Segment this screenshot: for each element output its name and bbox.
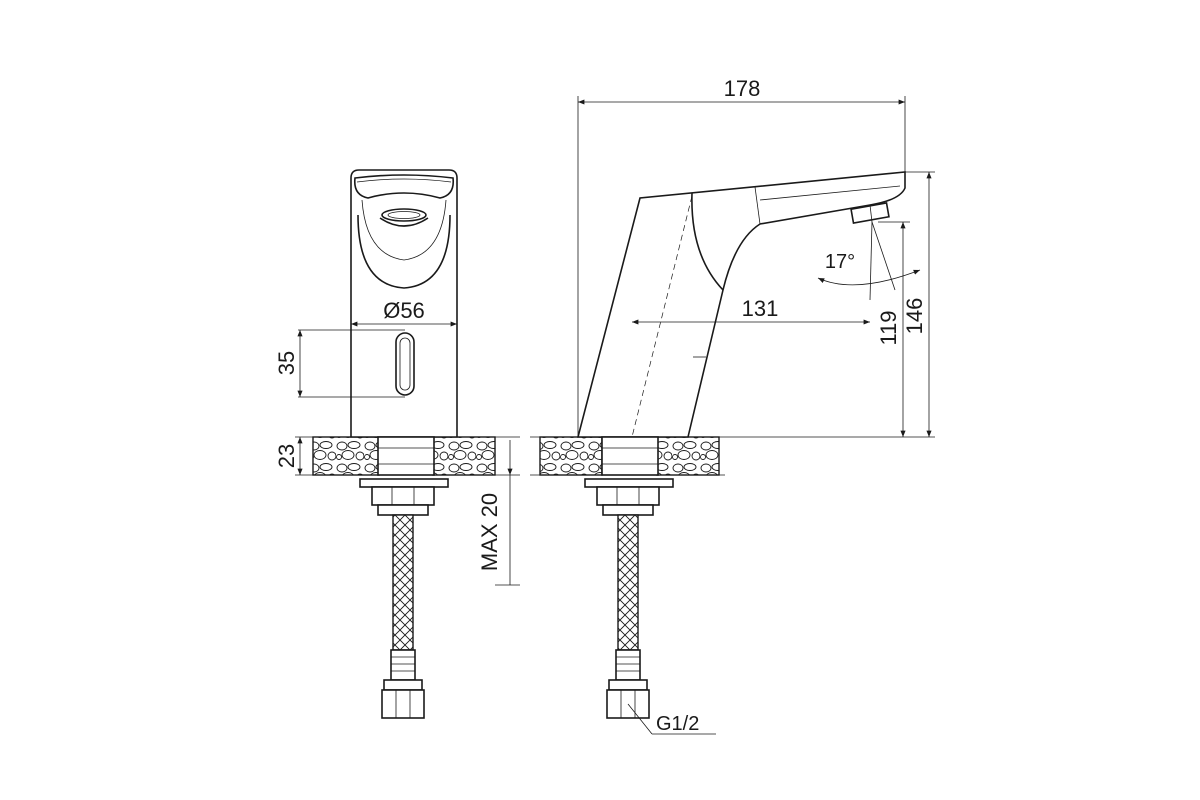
side-counter-left — [539, 436, 603, 476]
front-dimensions: Ø56 35 23 MAX 20 — [274, 298, 520, 586]
front-nut — [371, 486, 435, 506]
thread-label: G1/2 — [656, 713, 699, 735]
dim-mount-thickness: 23 — [274, 444, 299, 468]
side-counter-right — [656, 436, 720, 476]
front-base-flange — [377, 436, 435, 476]
dim-spout-reach: 131 — [742, 296, 779, 321]
dim-max-counter: MAX 20 — [477, 493, 502, 571]
front-hose-nut — [381, 689, 425, 719]
side-view — [530, 171, 935, 719]
side-body — [576, 171, 906, 438]
side-nut — [596, 486, 660, 506]
sensor-window — [395, 332, 415, 396]
dim-body-diameter: Ø56 — [383, 298, 425, 323]
dim-angle: 17° — [825, 251, 855, 273]
side-dimensions: 178 131 17° 119 146 G1/2 — [577, 76, 935, 735]
dim-sensor-height: 35 — [274, 351, 299, 375]
front-braided-hose — [392, 514, 414, 651]
side-braided-hose — [617, 514, 639, 651]
dim-total-height: 146 — [902, 298, 927, 335]
aerator-icon — [381, 208, 427, 222]
side-base-flange — [601, 436, 659, 476]
dim-overall-length: 178 — [724, 76, 761, 101]
front-counter-right — [432, 436, 496, 476]
front-body — [350, 169, 458, 438]
side-aerator — [850, 202, 890, 224]
front-counter-left — [312, 436, 380, 476]
dim-outlet-height: 119 — [876, 310, 901, 345]
front-view — [295, 169, 520, 719]
